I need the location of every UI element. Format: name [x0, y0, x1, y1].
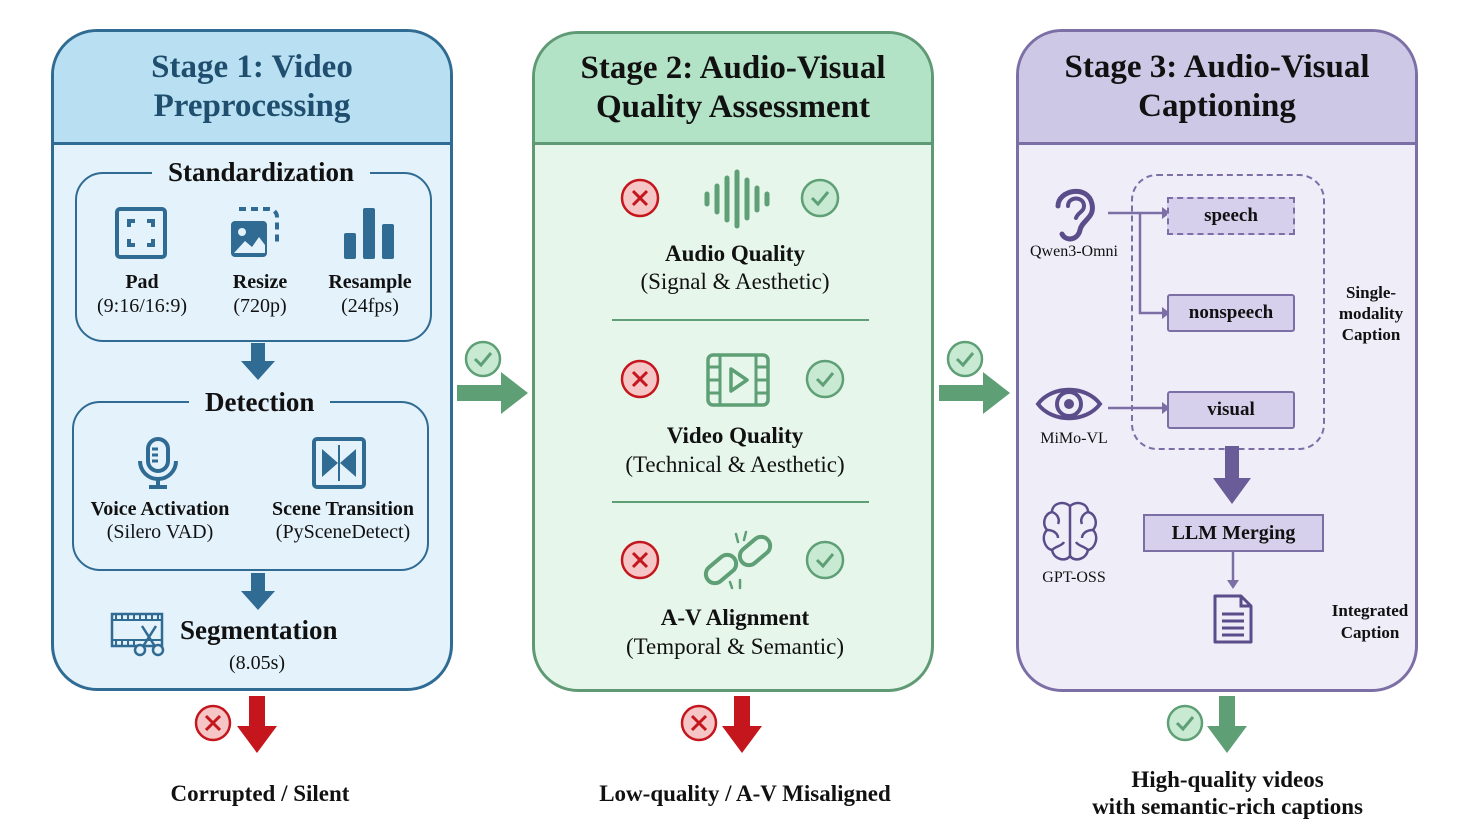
stage3-header: Stage 3: Audio-Visual Captioning — [1019, 32, 1415, 145]
down-arrow-icon — [241, 343, 275, 380]
detection-title: Detection — [189, 387, 331, 417]
reject-x-icon — [680, 704, 718, 742]
nonspeech-caption-label: nonspeech — [1188, 302, 1274, 323]
video-play-icon — [706, 353, 770, 407]
reject-x-icon — [620, 540, 660, 580]
speech-caption-label: speech — [1204, 205, 1258, 226]
accept-arrow-icon — [1207, 696, 1247, 753]
scene-transition-detail: (PySceneDetect) — [275, 521, 411, 543]
stage1-rejected-label: Corrupted / Silent — [170, 781, 350, 806]
divider — [612, 319, 869, 321]
accept-check-icon — [805, 540, 845, 580]
resize-label: Resize — [232, 271, 288, 293]
microphone-icon — [138, 437, 178, 489]
pad-frame-icon — [115, 207, 167, 259]
image-resize-icon — [231, 207, 279, 257]
visual-model-label: MiMo-VL — [1040, 430, 1108, 447]
stage1-header: Stage 1: Video Preprocessing — [54, 32, 450, 145]
film-scissors-icon — [110, 612, 165, 657]
brain-icon — [1042, 501, 1098, 561]
pad-label: Pad — [125, 271, 159, 293]
accept-check-icon — [464, 340, 502, 378]
ear-icon — [1055, 188, 1095, 242]
single-modality-label: Single- modality Caption — [1330, 282, 1412, 345]
waveform-icon — [704, 169, 770, 229]
accept-check-icon — [800, 178, 840, 218]
pad-detail: (9:16/16:9) — [97, 295, 187, 317]
av-alignment-label: A-V Alignment — [660, 605, 810, 630]
scene-transition-icon — [312, 437, 366, 489]
resize-detail: (720p) — [233, 295, 287, 317]
stage1-title-line1: Stage 1: Video — [151, 49, 353, 85]
reject-arrow-icon — [722, 696, 762, 753]
reject-x-icon — [620, 178, 660, 218]
stage3-panel: Stage 3: Audio-Visual Captioning — [1016, 29, 1418, 692]
bar-chart-icon — [344, 208, 394, 259]
llm-merging-label: LLM Merging — [1171, 521, 1296, 544]
down-arrow-icon — [1213, 446, 1251, 504]
reject-x-icon — [620, 359, 660, 399]
voice-activation-label: Voice Activation — [90, 498, 230, 520]
stage2-title-line2: Quality Assessment — [595, 89, 871, 125]
audio-model-label: Qwen3-Omni — [1030, 243, 1118, 260]
integrated-line2: Caption — [1340, 623, 1400, 642]
down-arrow-icon — [1227, 552, 1239, 589]
resample-detail: (24fps) — [341, 295, 399, 317]
integrated-caption-label: Integrated Caption — [1322, 600, 1418, 644]
visual-caption-box: visual — [1167, 391, 1295, 429]
speech-caption-box: speech — [1167, 197, 1295, 235]
output-line2: with semantic-rich captions — [1092, 794, 1363, 819]
single-modality-line1: Single- — [1345, 283, 1397, 302]
document-icon — [1213, 594, 1253, 644]
video-quality-detail: (Technical & Aesthetic) — [625, 452, 845, 477]
av-alignment-detail: (Temporal & Semantic) — [625, 634, 845, 659]
resample-label: Resample — [328, 271, 412, 293]
video-quality-label: Video Quality — [666, 423, 804, 448]
standardization-title: Standardization — [152, 157, 371, 187]
right-arrow-icon — [939, 372, 1010, 414]
stage3-output-label: High-quality videos with semantic-rich c… — [1050, 766, 1405, 820]
accept-check-icon — [946, 340, 984, 378]
visual-caption-label: visual — [1207, 399, 1255, 420]
caption-connectors — [1108, 207, 1170, 414]
stage1-title-line2: Preprocessing — [153, 88, 351, 124]
divider — [612, 501, 869, 503]
reject-arrow-icon — [237, 696, 277, 753]
audio-quality-detail: (Signal & Aesthetic) — [640, 269, 830, 294]
stage2-header: Stage 2: Audio-Visual Quality Assessment — [535, 34, 931, 145]
reject-x-icon — [194, 704, 232, 742]
scene-transition-label: Scene Transition — [271, 498, 415, 520]
voice-activation-detail: (Silero VAD) — [106, 521, 214, 543]
stage2-rejected-label: Low-quality / A-V Misaligned — [599, 781, 891, 806]
down-arrow-icon — [241, 573, 275, 610]
broken-chain-icon — [703, 530, 773, 590]
right-arrow-icon — [457, 372, 528, 414]
audio-quality-label: Audio Quality — [665, 241, 805, 266]
nonspeech-caption-box: nonspeech — [1167, 294, 1295, 332]
segmentation-label: Segmentation — [180, 615, 338, 645]
accept-check-icon — [805, 359, 845, 399]
llm-merging-box: LLM Merging — [1143, 514, 1324, 552]
single-modality-line3: Caption — [1341, 325, 1401, 344]
eye-icon — [1035, 387, 1103, 421]
merge-model-label: GPT-OSS — [1042, 569, 1106, 586]
segmentation-detail: (8.05s) — [228, 652, 286, 674]
integrated-line1: Integrated — [1331, 601, 1409, 620]
stage3-title-line2: Captioning — [1138, 88, 1296, 124]
accept-check-icon — [1166, 704, 1204, 742]
output-line1: High-quality videos — [1131, 767, 1324, 792]
single-modality-line2: modality — [1338, 304, 1404, 323]
stage2-panel: Stage 2: Audio-Visual Quality Assessment — [532, 31, 934, 692]
detection-box — [72, 401, 429, 571]
stage2-title-line1: Stage 2: Audio-Visual — [580, 50, 886, 86]
stage3-title-line1: Stage 3: Audio-Visual — [1064, 49, 1370, 85]
